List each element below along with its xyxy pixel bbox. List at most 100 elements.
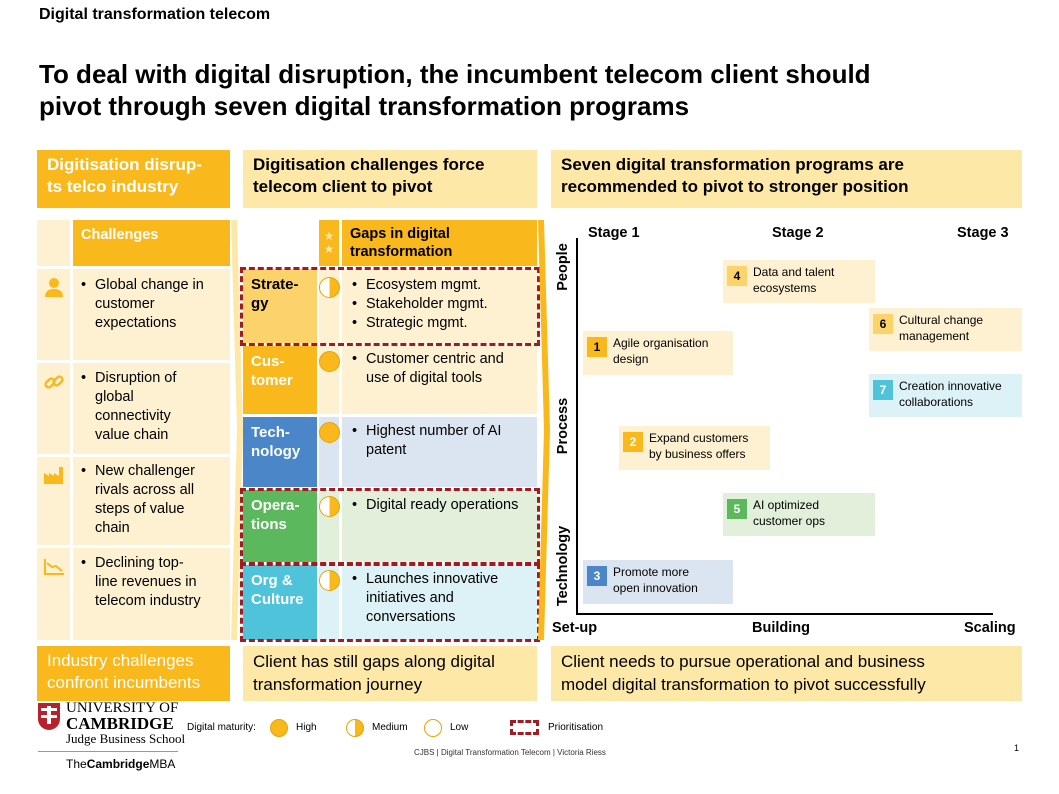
program-number: 5 <box>727 499 747 519</box>
gaps-cell: Highest number of AI patent <box>342 417 537 487</box>
program-label: Expand customers by business offers <box>649 430 748 462</box>
maturity-medium-icon <box>319 570 340 591</box>
program-line: Cultural change <box>899 313 984 327</box>
col2-header: Digitisation challenges force telecom cl… <box>243 150 537 208</box>
text-line: chain <box>95 520 130 536</box>
col1-header-line: ts telco industry <box>47 177 179 196</box>
x-axis <box>576 613 993 615</box>
col2-subheader: Gaps in digital transformation <box>342 220 537 266</box>
gap-bullet: Stakeholder mgmt. <box>350 295 529 314</box>
program-number: 6 <box>873 314 893 334</box>
program-line: Expand customers <box>649 431 749 445</box>
gap-bullet: Strategic mgmt. <box>350 314 529 333</box>
maturity-cell <box>319 346 340 414</box>
prioritisation-box-operations <box>240 488 540 565</box>
program-label: Agile organisation design <box>613 335 708 367</box>
program-line: Agile organisation <box>613 336 709 350</box>
legend-prioritisation-label: Prioritisation <box>548 722 604 733</box>
prioritisation-box-org-culture <box>240 563 540 642</box>
mba-mba: MBA <box>149 757 176 771</box>
stage-label: Stage 3 <box>957 225 1009 241</box>
col3-footer: Client needs to pursue operational and b… <box>551 646 1022 701</box>
col2-footer-line: Client has still gaps along digital <box>253 652 495 671</box>
headline-line: To deal with digital disruption, the inc… <box>39 59 871 89</box>
label-line: gy <box>251 295 269 312</box>
maturity-cell <box>319 490 340 562</box>
y-label-technology-wrap: Technology <box>553 520 573 612</box>
col2-header-line: Digitisation challenges force <box>253 155 485 174</box>
star-icon: ★ <box>323 242 335 256</box>
challenge-text: New challenger rivals across all steps o… <box>79 462 224 538</box>
program-line: AI optimized <box>753 498 820 512</box>
program-number: 3 <box>587 566 607 586</box>
col1-footer-line: confront incumbents <box>47 673 201 692</box>
gaps-cell: Digital ready operations <box>342 490 537 562</box>
program-number: 1 <box>587 337 607 357</box>
slide-topic: Digital transformation telecom <box>39 6 271 23</box>
cambridge-crest-icon <box>38 703 60 730</box>
subheader-line: transformation <box>350 244 453 260</box>
program-line: by business offers <box>649 447 746 461</box>
text-line: steps of value <box>95 501 185 517</box>
col1-header-line: Digitisation disrup- <box>47 155 202 174</box>
program-line: management <box>899 329 970 343</box>
text-line: line revenues in <box>95 574 197 590</box>
star-icon: ★ <box>323 229 335 243</box>
program-line: Creation innovative <box>899 379 1002 393</box>
program-line: customer ops <box>753 514 826 528</box>
label-line: Culture <box>251 591 304 608</box>
mba-the: The <box>66 757 87 771</box>
maturity-cell <box>319 269 340 343</box>
label-line: Org & <box>251 572 293 589</box>
program-6: 6 Cultural change management <box>869 308 1022 351</box>
program-label: Cultural change management <box>899 312 983 344</box>
logo-divider <box>38 751 178 752</box>
x-label: Set-up <box>552 620 598 636</box>
maturity-cell <box>319 565 340 640</box>
y-axis <box>576 238 578 615</box>
col1-footer: Industry challenges confront incumbents <box>37 646 230 701</box>
flow-arrow <box>538 220 550 640</box>
maturity-medium-icon <box>319 496 340 517</box>
gaps-cell: Customer centric and use of digital tool… <box>342 346 537 414</box>
col3-footer-line: model digital transformation to pivot su… <box>561 675 926 694</box>
label-line: Strate- <box>251 276 299 293</box>
text-line: New challenger <box>95 463 195 479</box>
legend-title: Digital maturity: <box>187 722 256 733</box>
program-line: design <box>613 352 649 366</box>
legend-prioritisation-icon <box>510 720 539 735</box>
challenge-text: Declining top- line revenues in telecom … <box>79 554 224 611</box>
gaps-cell: Ecosystem mgmt. Stakeholder mgmt. Strate… <box>342 269 537 343</box>
text-line: Disruption of <box>95 370 177 386</box>
program-1: 1 Agile organisation design <box>583 331 733 375</box>
chain-link-icon <box>37 363 70 454</box>
program-label: Creation innovative collaborations <box>899 378 1002 410</box>
text-line: Global change in <box>95 277 204 293</box>
col3-header-line: recommended to pivot to stronger positio… <box>561 177 909 196</box>
program-line: collaborations <box>899 395 974 409</box>
col3-header-line: Seven digital transformation programs ar… <box>561 155 904 174</box>
gap-bullet: Customer centric and use of digital tool… <box>350 350 529 388</box>
col2-footer: Client has still gaps along digital tran… <box>243 646 537 701</box>
program-label: AI optimized customer ops <box>753 497 825 529</box>
program-line: ecosystems <box>753 281 817 295</box>
y-label-process: Process <box>555 397 571 455</box>
gap-bullet: Digital ready operations <box>350 496 529 515</box>
legend-low-icon <box>424 719 442 737</box>
text-line: expectations <box>95 315 177 331</box>
row-label-customer: Cus- tomer <box>243 346 317 414</box>
gap-bullet: Launches innovative initiatives and conv… <box>350 570 529 627</box>
legend-low-label: Low <box>450 722 469 733</box>
row-label-operations: Opera- tions <box>243 490 317 562</box>
mba-logo: TheCambridgeMBA <box>66 757 175 771</box>
text-line: rivals across all <box>95 482 195 498</box>
logo-line: Judge Business School <box>66 731 186 746</box>
col2-header-line: telecom client to pivot <box>253 177 433 196</box>
headline-line: pivot through seven digital transformati… <box>39 91 690 121</box>
program-number: 4 <box>727 266 747 286</box>
legend-medium-icon <box>346 719 364 737</box>
gap-bullet: Ecosystem mgmt. <box>350 276 529 295</box>
